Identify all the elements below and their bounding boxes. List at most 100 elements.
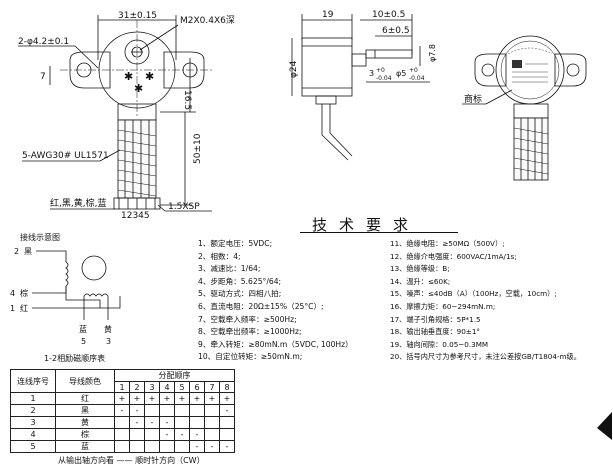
- side-shaft: [365, 49, 413, 59]
- label-view: 商标: [462, 35, 587, 181]
- dim-shaft-tol-top: +0: [376, 67, 385, 74]
- spec-item: 11、绝缘电阻：≥50MΩ（500V）;: [390, 239, 505, 248]
- sequence-cell: -: [159, 416, 175, 429]
- sequence-cell: -: [129, 416, 145, 429]
- pin-numbers-label: 12345: [121, 211, 150, 221]
- spec-item: 7、空载牵入频率：≥500Hz;: [198, 314, 297, 324]
- sequence-cell: -: [114, 404, 130, 417]
- leader-line: [139, 24, 179, 51]
- sequence-cell: +: [204, 392, 220, 405]
- row-color: 黄: [55, 416, 115, 429]
- side-body: [301, 37, 353, 97]
- spec-item: 9、牵入转矩：≥80mN.m（5VDC, 100Hz）: [198, 339, 353, 349]
- step-header: 3: [144, 381, 160, 393]
- dim-phi5-tol-bot: -0.04: [409, 75, 425, 82]
- sequence-cell: [174, 416, 190, 429]
- sheet-corner-mark: [597, 412, 612, 440]
- spec-item: 2、相数：4;: [198, 251, 241, 261]
- label-artwork: [507, 47, 553, 83]
- row-color: 棕: [55, 428, 115, 441]
- wiring-yellow: 黄: [104, 324, 112, 334]
- sequence-cell: +: [129, 392, 145, 405]
- sequence-cell: -: [189, 440, 205, 453]
- spec-item: 17、端子引角规格：5P*1.5: [390, 314, 481, 324]
- spec-list-right: 11、绝缘电阻：≥50MΩ（500V）; 12、绝缘介电强度：600VAC/1m…: [390, 238, 581, 364]
- dim-shaft-tol-bot: -0.04: [376, 75, 392, 82]
- side-wire-exit: [315, 95, 337, 105]
- sequence-cell: [144, 404, 160, 417]
- sequence-cell: -: [144, 416, 160, 429]
- dim-24-label: φ24: [289, 60, 299, 78]
- spec-item: 14、温升：≤60K;: [390, 276, 451, 286]
- spec-item: 18、输出轴垂直度：90±1°: [390, 327, 480, 337]
- sequence-cell: -: [219, 440, 235, 453]
- sequence-cell: +: [189, 392, 205, 405]
- dim-holes-label: 2-φ4.2±0.1: [18, 37, 69, 47]
- label-wire-exit: [513, 103, 549, 119]
- step-header: 8: [219, 381, 235, 393]
- wire-black: [36, 250, 67, 262]
- wire-note-label: 5-AWG30# UL1571: [22, 151, 109, 161]
- sequence-cell: [204, 428, 220, 441]
- dim-phi5-label: φ5: [396, 69, 406, 78]
- sequence-cell: +: [174, 392, 190, 405]
- step-header: 4: [159, 381, 175, 393]
- sequence-cell: [174, 440, 190, 453]
- screw-mark-3: ✱: [134, 82, 143, 95]
- wiring-caption: 1-2相励磁顺序表: [44, 353, 105, 363]
- sequence-cell: [144, 428, 160, 441]
- header-pin: 连线序号: [10, 369, 56, 393]
- spec-item: 6、直流电阻：20Ω±15%（25°C）;: [198, 301, 324, 311]
- wire-bundle: [117, 119, 157, 199]
- label-flange-left: [474, 53, 507, 87]
- rotation-caption: 从输出轴方向看 —— 顺时针方向（CW）: [58, 456, 205, 465]
- sequence-cell: [204, 404, 220, 417]
- wiring-title: 接线示意图: [20, 232, 60, 242]
- sequence-cell: [159, 440, 175, 453]
- coil-a: [65, 261, 69, 287]
- row-pin: 3: [10, 416, 56, 429]
- row-pin: 1: [10, 392, 56, 405]
- spec-item: 3、减速比：1/64;: [198, 264, 261, 274]
- coil-b-leads: [83, 296, 109, 320]
- leader-line: [74, 45, 99, 69]
- row-color: 黑: [55, 404, 115, 417]
- spec-item: 10、自定位转矩：≥50mN.m;: [198, 352, 303, 362]
- wiring-color4: 棕: [20, 288, 28, 298]
- spec-item: 5、驱动方式：四相八拍;: [198, 289, 282, 299]
- flange-left: [69, 51, 111, 89]
- dim-10-label: 10±0.5: [372, 10, 405, 20]
- dim-side-label: φ7.8: [428, 44, 437, 62]
- sequence-cell: -: [159, 428, 175, 441]
- spec-item: 15、噪声：≤40dB（A）（100Hz，空载，10cm）;: [390, 289, 557, 299]
- spec-list-left: 1、额定电压：5VDC; 2、相数：4; 3、减速比：1/64; 4、步距角：5…: [198, 238, 353, 364]
- coil-b: [83, 293, 109, 297]
- sequence-cell: [219, 416, 235, 429]
- wiring-pin5: 5: [81, 337, 86, 346]
- dim-lead-label: 50±10: [193, 133, 203, 164]
- row-color: 红: [55, 392, 115, 405]
- wiring-pin3: 3: [106, 337, 111, 346]
- spec-title-underline: [300, 232, 458, 233]
- sequence-cell: [189, 416, 205, 429]
- wiring-color2: 黑: [24, 247, 32, 256]
- dim-screw-label: M2X0.4X6深: [180, 15, 235, 26]
- sequence-cell: -: [189, 428, 205, 441]
- label-wire-bundle: [513, 117, 549, 181]
- sequence-cell: -: [219, 404, 235, 417]
- sequence-cell: +: [114, 392, 130, 405]
- step-header: 7: [204, 381, 220, 393]
- row-color: 蓝: [55, 440, 115, 453]
- wire-red: [32, 296, 121, 309]
- spec-item: 12、绝缘介电强度：600VAC/1mA/1s;: [390, 251, 517, 261]
- dim-phi5-tol-top: +0: [409, 67, 418, 74]
- spec-item: 19、轴向间隙：0.05~0.3MM: [390, 339, 489, 349]
- sequence-cell: -: [129, 404, 145, 417]
- sequence-cell: +: [144, 392, 160, 405]
